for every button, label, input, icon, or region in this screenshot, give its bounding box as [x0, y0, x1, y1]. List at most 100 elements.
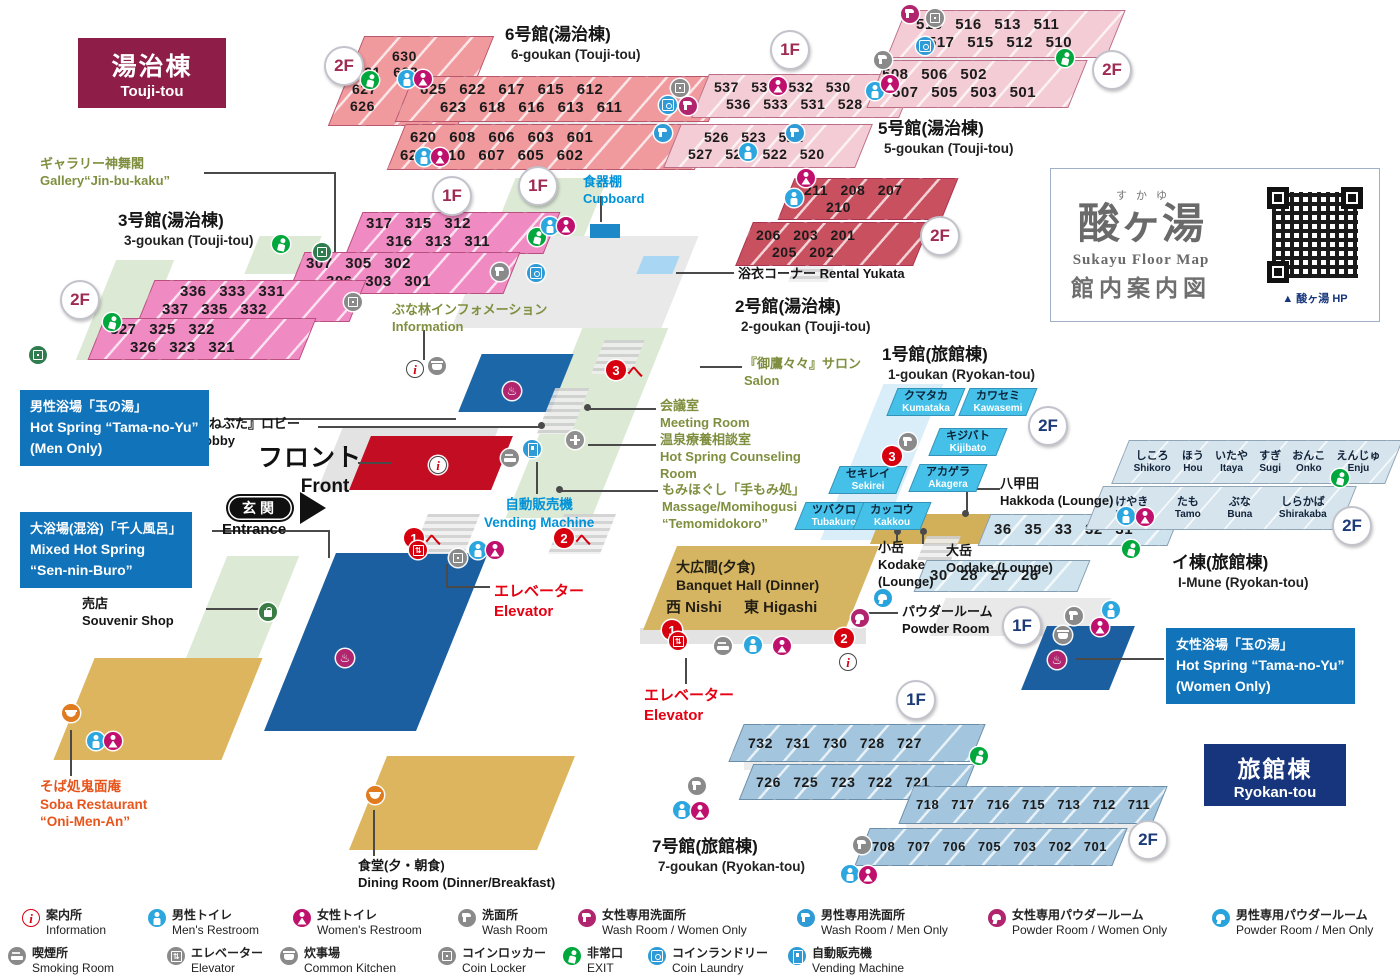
room-numbers: 626: [350, 97, 375, 114]
emergency-exit-icon: [1122, 540, 1140, 558]
room-numbers: 30 28 27 26: [930, 567, 1039, 585]
leader-line: [423, 330, 425, 360]
facility-label-line: “Temomidokoro”: [662, 515, 768, 531]
elevator-icon: [167, 947, 185, 965]
legend-label-jp: 男性専用洗面所: [821, 908, 906, 922]
room-name-en: Tamo: [1174, 508, 1201, 520]
information-icon: i: [406, 360, 424, 378]
room-numbers: 630: [392, 47, 417, 64]
room-numbers: 326 323 321: [130, 339, 235, 356]
leader-line: [358, 462, 392, 464]
facility-label-line: 西 Nishi: [666, 599, 722, 616]
room-name-jp: セキレイ: [846, 468, 890, 480]
facility-label-line: 5-goukan (Touji-tou): [884, 141, 1014, 157]
facility-label-line: 1号館(旅館棟): [882, 345, 988, 364]
common-kitchen-icon: [280, 947, 298, 965]
wash-room-women-icon: [578, 909, 596, 927]
emergency-exit-icon: [1056, 49, 1074, 67]
room-name-en: Tubakuro: [811, 516, 857, 528]
womens-restroom-icon: [414, 70, 432, 88]
room-name-jp: えんじゅ: [1336, 450, 1381, 463]
womens-restroom-icon: [557, 217, 575, 235]
room-name-jp: カッコウ: [870, 504, 914, 516]
room-numbers: 517 515 512 510: [928, 34, 1073, 51]
coin-laundry-icon: [916, 37, 934, 55]
mens-restroom-icon: [1117, 507, 1135, 525]
mens-restroom-icon: [744, 636, 762, 654]
facility-label-line: Hot Spring Counseling: [660, 448, 801, 464]
room-name-en: Itaya: [1220, 462, 1243, 474]
touji-tou-title-jp: 湯治棟: [111, 52, 193, 81]
facility-label: イ棟(旅館棟)I-Mune (Ryokan-tou): [1172, 552, 1309, 592]
room-name-en: Hou: [1183, 462, 1203, 474]
facility-label-line: Room: [660, 465, 697, 481]
legend-label-jp: 非常口: [587, 946, 624, 960]
legend-label-en: Wash Room / Men Only: [821, 923, 948, 937]
room-numbers: 536 533 531 528: [726, 96, 863, 112]
facility-label-line: エレベーター: [644, 687, 735, 704]
restaurant-icon: [62, 704, 80, 722]
facility-label-line: 会議室: [660, 398, 700, 413]
facility-label-line: Soba Restaurant: [40, 796, 148, 812]
facility-label-line: パウダールーム: [902, 604, 993, 619]
floor-badge: 1F: [770, 30, 810, 70]
route-number-marker: 2: [834, 628, 854, 648]
room-name-en: Kijibato: [949, 442, 987, 454]
brand-box: すかゆ 酸ヶ湯 Sukayu Floor Map 館内案内図 ▲ 酸ヶ湯 HP: [1050, 168, 1380, 322]
room-name-jp: いたや: [1215, 450, 1249, 463]
coin-locker-icon: [926, 9, 944, 27]
wash-room-icon: [491, 263, 509, 281]
wash-room-women-icon: [901, 5, 919, 23]
wash-room-men-icon: [654, 124, 672, 142]
facility-label-line: Kodake: [878, 556, 925, 572]
room-numbers: 518 516 513 511: [916, 16, 1060, 34]
map-building-shape: [349, 756, 575, 850]
facility-label-line: Hakkoda (Lounge): [1000, 492, 1114, 508]
facility-label-line: 『ねぶた』ロビー: [196, 416, 301, 431]
room-name-en: Kumataka: [902, 402, 950, 414]
leader-line: [590, 408, 656, 410]
emergency-exit-icon: [1331, 469, 1349, 487]
womens-restroom-icon: [773, 637, 791, 655]
entrance-sign: 玄関: [228, 496, 292, 520]
floor-badge: 2F: [1332, 506, 1372, 546]
wash-room-icon: [458, 909, 476, 927]
floor-badge: 2F: [324, 46, 364, 86]
facility-label-line: 『御鷹々々』サロン: [744, 356, 862, 371]
leader-line: [920, 528, 927, 535]
facility-label-line: Oodake (Lounge): [946, 559, 1053, 575]
room-numbers: 625 622 617 615 612: [420, 81, 604, 99]
room-name-en: Sekirei: [851, 480, 885, 492]
facility-label-line: Front: [300, 475, 350, 497]
room-name-en: Kawasemi: [973, 402, 1023, 414]
coin-locker-icon: [313, 243, 331, 261]
callout-line: 男性浴場「玉の湯」: [30, 399, 148, 414]
room-band: 708 707 706 705 703 702 701: [854, 828, 1128, 866]
legend-label-en: EXIT: [587, 961, 614, 975]
coin-locker-icon: [449, 549, 467, 567]
room-numbers: 210: [826, 199, 851, 215]
vending-machine-icon: [523, 440, 541, 458]
facility-label-line: 八甲田: [1000, 476, 1040, 491]
mens-restroom-icon: [87, 732, 105, 750]
room-name-jp: たも: [1176, 496, 1199, 509]
room-name-jp: アカゲラ: [926, 466, 970, 478]
facility-label-line: I-Mune (Ryokan-tou): [1178, 575, 1309, 591]
hot-spring-callout: 男性浴場「玉の湯」Hot Spring “Tama-no-Yu”(Men Onl…: [20, 390, 209, 466]
coin-locker-icon: [29, 346, 47, 364]
